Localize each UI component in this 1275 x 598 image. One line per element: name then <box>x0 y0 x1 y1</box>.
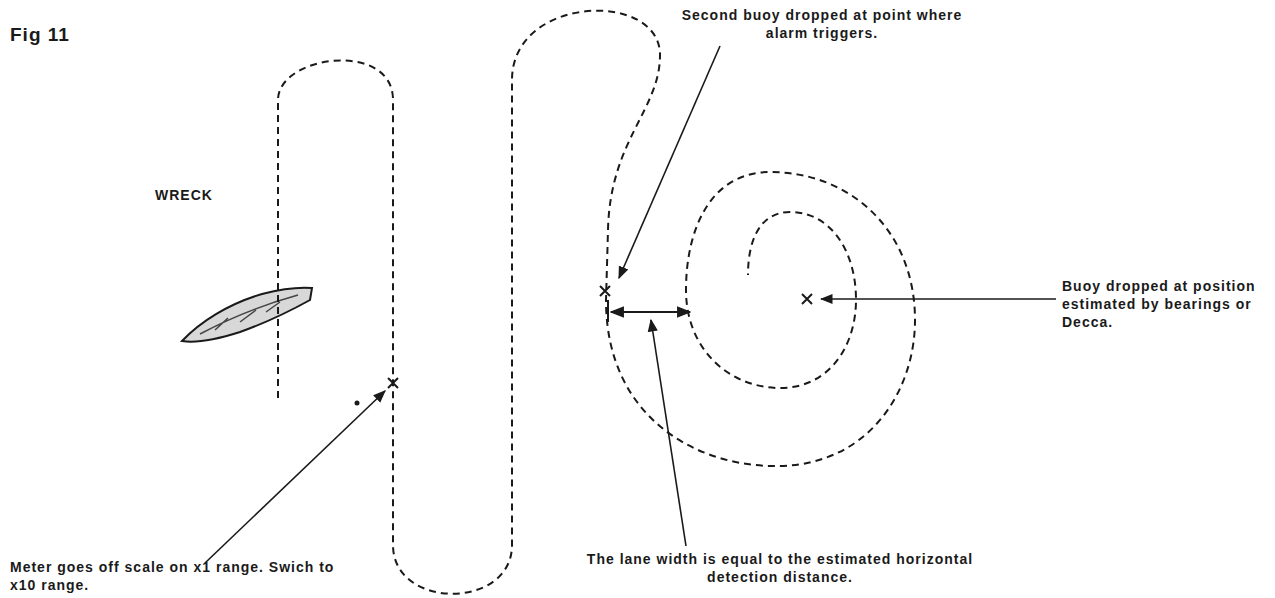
meter-cross <box>388 378 398 388</box>
position-crosses <box>388 286 812 388</box>
leader-lines <box>205 46 1056 563</box>
callout-note: Buoy dropped at position estimated by be… <box>1062 277 1262 331</box>
callout-note: The lane width is equal to the estimated… <box>560 550 1000 586</box>
search-route <box>278 11 915 594</box>
leader-line <box>821 298 1056 300</box>
wreck-label: WRECK <box>155 186 213 204</box>
callout-note: Second buoy dropped at point where alarm… <box>672 6 972 42</box>
leader-line <box>619 46 720 278</box>
wreck-illustration <box>182 288 312 342</box>
leader-dot <box>355 401 360 406</box>
second-buoy-cross <box>600 286 610 296</box>
lane-width-dimension <box>611 311 690 313</box>
figure-title: Fig 11 <box>10 26 70 44</box>
callout-note: Meter goes off scale on x1 range. Swich … <box>10 558 350 594</box>
dimension-tick <box>607 300 609 322</box>
leader-line <box>651 320 686 546</box>
buoy-cross <box>802 294 812 304</box>
wreck-hull <box>182 288 312 342</box>
leader-line <box>205 391 385 563</box>
wreck-detail <box>200 295 298 334</box>
